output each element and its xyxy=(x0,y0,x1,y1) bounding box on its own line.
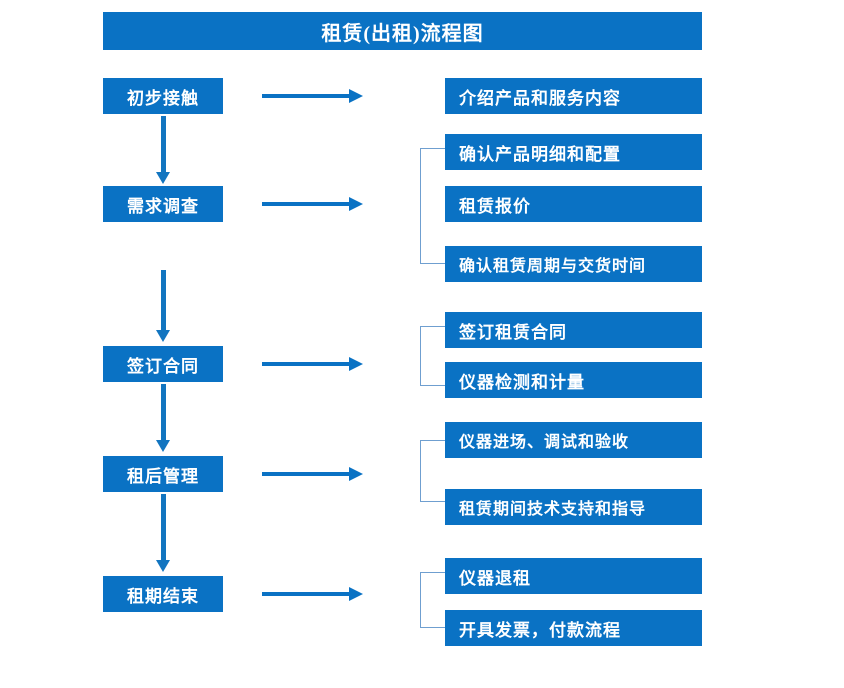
arrow-head xyxy=(349,467,363,481)
detail-box-2-3[interactable]: 确认租赁周期与交货时间 xyxy=(445,246,702,282)
arrow-shaft xyxy=(262,94,350,98)
detail-box-1-1[interactable]: 介绍产品和服务内容 xyxy=(445,78,702,114)
arrow-head xyxy=(156,172,170,184)
arrow-head xyxy=(349,587,363,601)
bracket-connector-3 xyxy=(420,326,445,386)
stage-box-3[interactable]: 签订合同 xyxy=(103,346,223,382)
arrow-head xyxy=(156,560,170,572)
arrow-down-icon-2 xyxy=(156,270,170,342)
arrow-head xyxy=(349,89,363,103)
bracket-connector-5 xyxy=(420,572,445,628)
bracket-connector-2 xyxy=(420,148,445,264)
stage-box-4[interactable]: 租后管理 xyxy=(103,456,223,492)
arrow-head xyxy=(349,357,363,371)
detail-box-5-1[interactable]: 仪器退租 xyxy=(445,558,702,594)
arrow-head xyxy=(349,197,363,211)
arrow-down-icon-4 xyxy=(156,494,170,572)
detail-box-2-2[interactable]: 租赁报价 xyxy=(445,186,702,222)
arrow-right-icon-2 xyxy=(262,197,363,211)
detail-box-3-2[interactable]: 仪器检测和计量 xyxy=(445,362,702,398)
stage-box-2[interactable]: 需求调查 xyxy=(103,186,223,222)
arrow-shaft xyxy=(262,202,350,206)
arrow-right-icon-4 xyxy=(262,467,363,481)
arrow-shaft xyxy=(262,472,350,476)
arrow-shaft xyxy=(262,362,350,366)
arrow-right-icon-1 xyxy=(262,89,363,103)
stage-box-5[interactable]: 租期结束 xyxy=(103,576,223,612)
arrow-shaft xyxy=(262,592,350,596)
arrow-shaft xyxy=(161,494,166,560)
arrow-shaft xyxy=(161,384,166,440)
arrow-shaft xyxy=(161,116,166,172)
detail-box-3-1[interactable]: 签订租赁合同 xyxy=(445,312,702,348)
arrow-down-icon-3 xyxy=(156,384,170,452)
arrow-right-icon-5 xyxy=(262,587,363,601)
diagram-title: 租赁(出租)流程图 xyxy=(103,12,702,50)
detail-box-5-2[interactable]: 开具发票，付款流程 xyxy=(445,610,702,646)
arrow-down-icon-1 xyxy=(156,116,170,184)
arrow-right-icon-3 xyxy=(262,357,363,371)
bracket-connector-4 xyxy=(420,440,445,502)
detail-box-2-1[interactable]: 确认产品明细和配置 xyxy=(445,134,702,170)
detail-box-4-2[interactable]: 租赁期间技术支持和指导 xyxy=(445,489,702,525)
arrow-head xyxy=(156,440,170,452)
arrow-head xyxy=(156,330,170,342)
detail-box-4-1[interactable]: 仪器进场、调试和验收 xyxy=(445,422,702,458)
stage-box-1[interactable]: 初步接触 xyxy=(103,78,223,114)
arrow-shaft xyxy=(161,270,166,330)
